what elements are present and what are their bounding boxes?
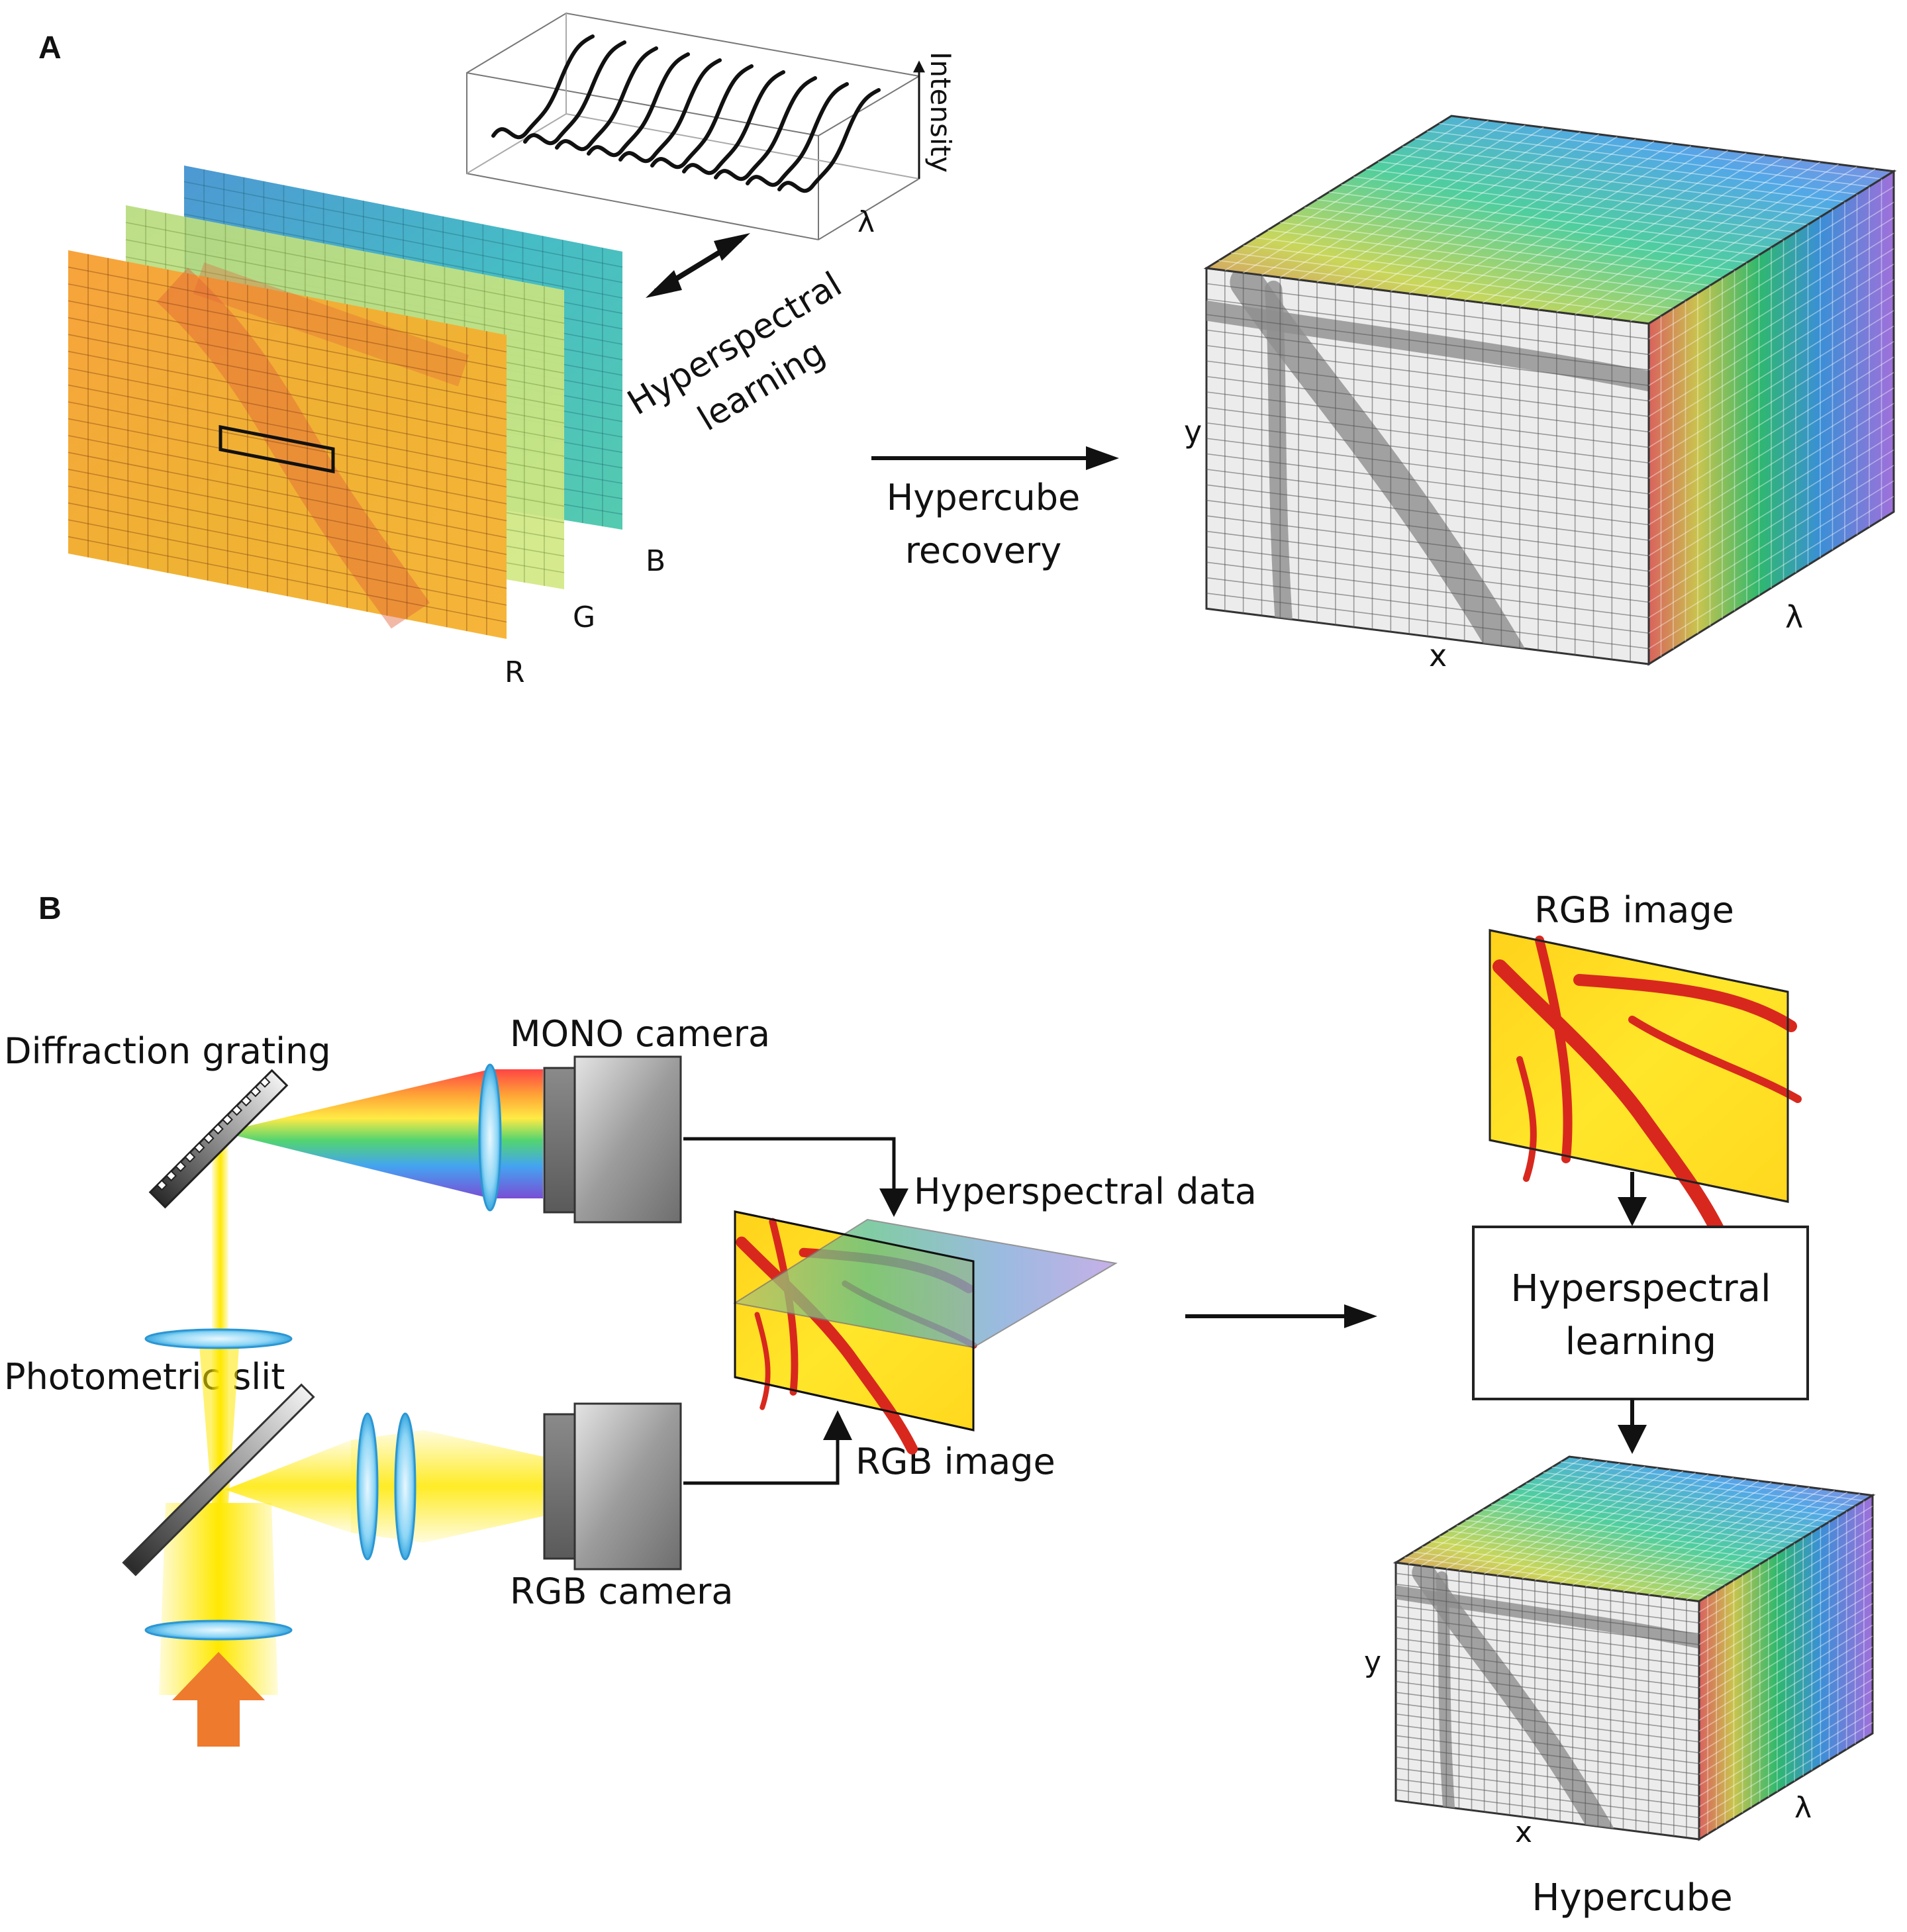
- double-arrow: [646, 233, 750, 298]
- mono-lens: [478, 1063, 502, 1212]
- beam-splitter: [122, 1383, 315, 1576]
- photometric-slit-label: Photometric slit: [4, 1356, 285, 1398]
- cube-a-x-label: x: [1429, 638, 1447, 673]
- rgb-layer-stack: B G R: [68, 166, 665, 689]
- hs-learning-box-line2: learning: [1565, 1320, 1716, 1363]
- learning-to-cube-arrow: [1618, 1399, 1647, 1454]
- mono-camera-label: MONO camera: [510, 1013, 770, 1055]
- channel-r-label: R: [505, 655, 525, 689]
- recovery-label-1: Hypercube: [887, 477, 1081, 518]
- hs-learning-box-line1: Hyperspectral: [1510, 1267, 1771, 1310]
- hyperspectral-plane: [733, 1218, 1118, 1349]
- rgb-image-top: [1489, 929, 1802, 1239]
- rgb-camera: [543, 1402, 682, 1570]
- cube-b-x-label: x: [1515, 1815, 1532, 1849]
- recovery-arrow: [871, 446, 1119, 470]
- light-source-arrow: [172, 1652, 265, 1747]
- diffracted-spectrum: [222, 1069, 543, 1198]
- selected-pixel-row: [219, 424, 335, 474]
- slit-lens: [144, 1328, 293, 1349]
- rgb-lens-2: [394, 1412, 416, 1561]
- channel-b-label: B: [646, 544, 665, 578]
- hypercube-a: [1203, 115, 1897, 666]
- to-learning-arrow: [1185, 1304, 1377, 1328]
- r-layer: [68, 250, 507, 639]
- acquired-data-composite: [733, 1210, 1118, 1455]
- spectra-lambda-label: λ: [857, 205, 875, 239]
- optical-setup: [122, 1055, 682, 1747]
- hypercube-label: Hypercube: [1532, 1876, 1732, 1919]
- mono-to-data-arrow: [683, 1137, 908, 1217]
- cube-b-y-label: y: [1364, 1645, 1381, 1679]
- intensity-axis-label: Intensity: [924, 52, 957, 173]
- channel-g-label: G: [573, 601, 595, 634]
- source-lens: [144, 1619, 293, 1641]
- hyperspectral-data-label: Hyperspectral data: [914, 1171, 1257, 1212]
- diffraction-grating-label: Diffraction grating: [4, 1030, 331, 1072]
- panel-a-letter: A: [38, 30, 62, 66]
- rgbcam-to-image-arrow: [683, 1410, 852, 1485]
- hypercube-b: [1393, 1455, 1876, 1841]
- rgb-image-top-label: RGB image: [1534, 889, 1734, 931]
- hs-learning-box: Hyperspectral learning: [1472, 1226, 1809, 1400]
- cube-a-lambda-label: λ: [1785, 599, 1803, 635]
- rgb-camera-label: RGB camera: [510, 1570, 733, 1612]
- panel-b-letter: B: [38, 891, 62, 926]
- source-beam: [159, 1503, 278, 1695]
- diffraction-grating: [148, 1069, 289, 1209]
- image-to-learning-arrow: [1618, 1172, 1647, 1226]
- cube-b-lambda-label: λ: [1794, 1791, 1812, 1825]
- cube-a-y-label: y: [1184, 414, 1202, 450]
- rgb-lens-1: [356, 1412, 379, 1561]
- recovery-label-2: recovery: [905, 530, 1061, 571]
- spectra-box: Intensity λ: [466, 12, 957, 241]
- mono-camera: [543, 1055, 682, 1224]
- rgb-image-mid-label: RGB image: [856, 1441, 1055, 1482]
